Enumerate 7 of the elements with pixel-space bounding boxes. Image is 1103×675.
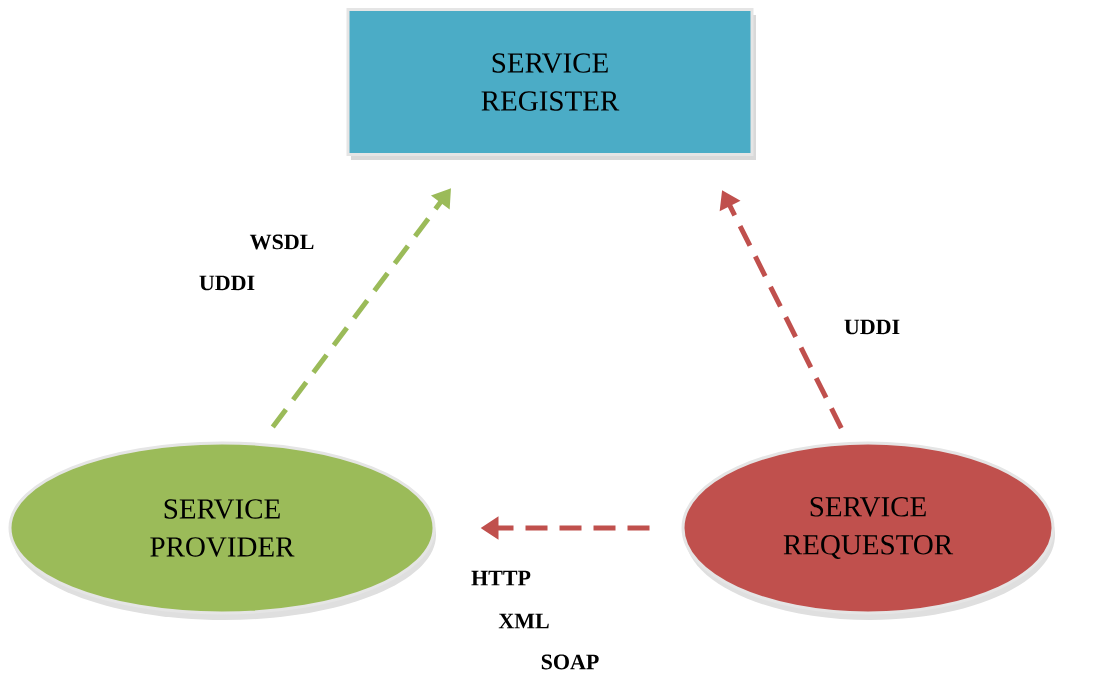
protocol-label: HTTP	[471, 570, 531, 586]
protocol-label: UDDI	[199, 275, 255, 291]
register-box: SERVICE REGISTER	[346, 8, 754, 156]
protocol-label: WSDL	[249, 234, 314, 250]
protocol-label: XML	[498, 613, 549, 629]
protocol-label: SOAP	[541, 654, 599, 670]
protocol-label: UDDI	[844, 319, 900, 335]
